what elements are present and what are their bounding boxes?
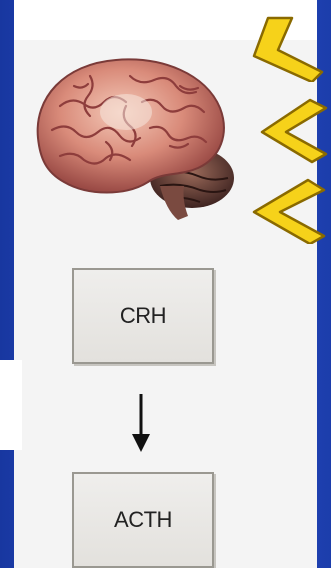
- panel-notch: [0, 360, 22, 450]
- chevron-left-icon: [248, 178, 328, 244]
- arrow-down-icon: [128, 392, 154, 454]
- chevron-left-icon: [248, 16, 328, 82]
- acth-label: ACTH: [114, 507, 172, 533]
- crh-label: CRH: [120, 303, 166, 329]
- brain-illustration: [30, 46, 240, 226]
- crh-box: CRH: [72, 268, 214, 364]
- acth-box: ACTH: [72, 472, 214, 568]
- chevron-left-icon: [252, 98, 331, 164]
